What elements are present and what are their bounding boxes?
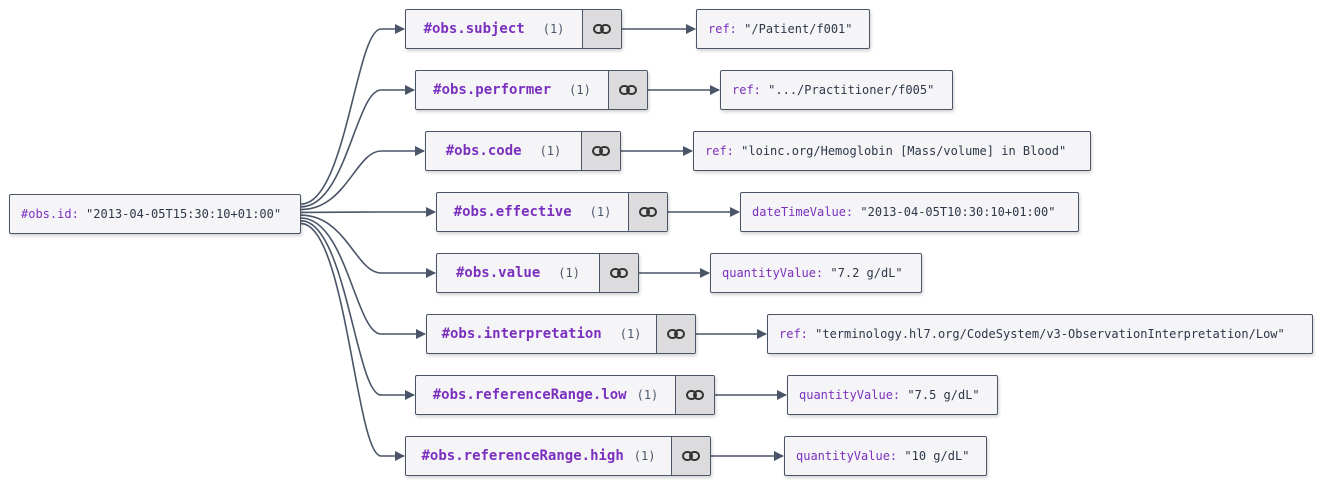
value-text: "terminology.hl7.org/CodeSystem/v3-Obser… — [815, 327, 1285, 341]
value-node-referencerange-low: quantityValue: "7.5 g/dL" — [787, 375, 998, 415]
value-text: ".../Practitioner/f005" — [768, 83, 935, 97]
field-count: (1) — [589, 205, 612, 219]
link-icon — [667, 329, 685, 339]
field-link-button[interactable] — [671, 437, 710, 475]
field-name: #obs.value — [456, 265, 541, 281]
value-node-effective: dateTimeValue: "2013-04-05T10:30:10+01:0… — [740, 192, 1079, 232]
field-node-code: #obs.code (1) — [425, 131, 621, 171]
field-count: (1) — [558, 266, 580, 280]
value-key: ref: — [708, 22, 737, 36]
source-node: #obs.id: "2013-04-05T15:30:10+01:00" — [9, 194, 301, 234]
link-icon — [639, 207, 657, 217]
value-node-subject: ref: "/Patient/f001" — [696, 9, 870, 49]
field-name: #obs.referenceRange.high — [421, 448, 624, 464]
value-text: "2013-04-05T10:30:10+01:00" — [860, 205, 1056, 219]
field-node-subject: #obs.subject (1) — [405, 9, 622, 49]
field-node-referencerange-low: #obs.referenceRange.low (1) — [415, 375, 715, 415]
link-icon — [686, 390, 704, 400]
field-link-button[interactable] — [599, 254, 638, 292]
field-node-referencerange-high: #obs.referenceRange.high (1) — [405, 436, 711, 476]
value-node-interpretation: ref: "terminology.hl7.org/CodeSystem/v3-… — [767, 314, 1313, 354]
field-count: (1) — [633, 449, 656, 463]
value-key: quantityValue: — [799, 388, 901, 402]
link-icon — [682, 451, 700, 461]
value-key: dateTimeValue: — [752, 205, 854, 219]
value-node-value: quantityValue: "7.2 g/dL" — [710, 253, 922, 293]
field-link-button[interactable] — [608, 71, 647, 109]
value-key: ref: — [732, 83, 761, 97]
field-name: #obs.performer — [433, 82, 552, 98]
field-count: (1) — [619, 327, 642, 341]
value-text: "7.5 g/dL" — [907, 388, 980, 402]
value-node-referencerange-high: quantityValue: "10 g/dL" — [784, 436, 987, 476]
field-count: (1) — [636, 388, 659, 402]
source-to-field-edge — [300, 217, 426, 339]
field-node-performer: #obs.performer (1) — [415, 70, 648, 110]
link-icon — [593, 24, 611, 34]
link-icon — [619, 85, 637, 95]
source-to-field-edge — [300, 214, 436, 278]
field-count: (1) — [542, 22, 565, 36]
source-to-field-edge — [300, 220, 415, 400]
value-text: "/Patient/f001" — [744, 22, 853, 36]
source-to-field-edge — [300, 222, 405, 461]
value-key: quantityValue: — [796, 449, 898, 463]
field-link-button[interactable] — [628, 193, 667, 231]
source-to-field-edge — [300, 85, 415, 208]
field-name: #obs.interpretation — [441, 326, 602, 342]
source-value: "2013-04-05T15:30:10+01:00" — [86, 207, 282, 221]
source-to-field-edge — [300, 146, 425, 211]
value-text: "10 g/dL" — [904, 449, 970, 463]
field-link-button[interactable] — [582, 10, 621, 48]
value-key: ref: — [779, 327, 808, 341]
value-key: ref: — [705, 144, 734, 158]
value-text: "loinc.org/Hemoglobin [Mass/volume] in B… — [741, 144, 1067, 158]
field-name: #obs.subject — [423, 21, 525, 37]
field-name: #obs.referenceRange.low — [432, 387, 627, 403]
field-node-value: #obs.value (1) — [436, 253, 639, 293]
field-name: #obs.code — [445, 143, 522, 159]
value-node-code: ref: "loinc.org/Hemoglobin [Mass/volume]… — [693, 131, 1091, 171]
link-icon — [610, 268, 628, 278]
field-link-button[interactable] — [581, 132, 620, 170]
value-key: quantityValue: — [722, 266, 824, 280]
value-text: "7.2 g/dL" — [830, 266, 903, 280]
field-node-effective: #obs.effective (1) — [436, 192, 668, 232]
field-node-interpretation: #obs.interpretation (1) — [426, 314, 696, 354]
source-to-field-edge — [300, 24, 405, 205]
source-key: #obs.id: — [21, 207, 79, 221]
value-node-performer: ref: ".../Practitioner/f005" — [720, 70, 953, 110]
field-name: #obs.effective — [453, 204, 572, 220]
field-count: (1) — [569, 83, 591, 97]
field-count: (1) — [539, 144, 562, 158]
link-icon — [592, 146, 610, 156]
field-link-button[interactable] — [656, 315, 695, 353]
field-link-button[interactable] — [675, 376, 714, 414]
